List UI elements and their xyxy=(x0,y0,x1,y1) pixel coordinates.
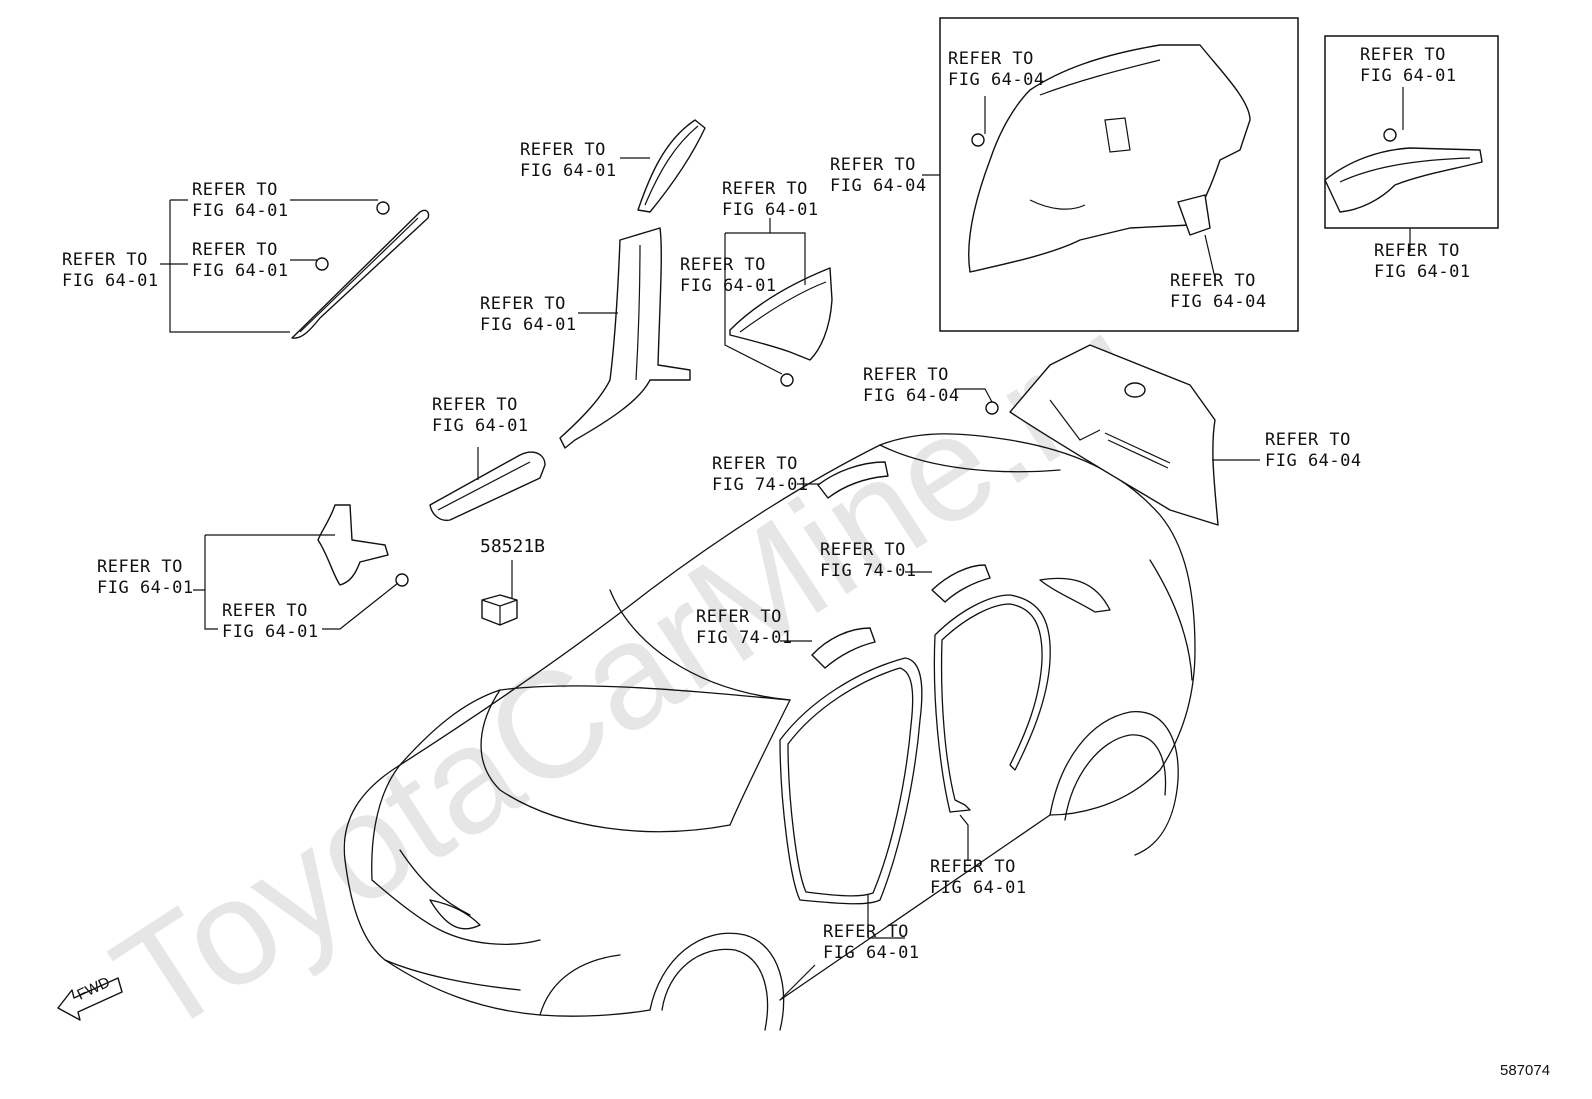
label-rear-door-weatherstrip-line1: REFER TO xyxy=(930,857,1016,877)
label-quarter-trim-box-line1: REFER TO xyxy=(830,155,916,175)
label-back-trim-line1: REFER TO xyxy=(1265,430,1351,450)
vehicle-outline xyxy=(343,433,1196,1031)
quarter-trim-cover[interactable] xyxy=(1177,194,1211,236)
c-pillar-upper-trim[interactable] xyxy=(637,119,706,213)
cowl-side-trim[interactable] xyxy=(317,504,409,587)
clip-icon xyxy=(1383,128,1397,142)
label-a-pillar-clip-1-line1: REFER TO xyxy=(192,180,278,200)
clip-icon xyxy=(315,257,329,271)
label-scuff-plate-rear-group-line2: FIG 64-01 xyxy=(722,200,819,220)
label-package-tray-line1: REFER TO xyxy=(1374,241,1460,261)
label-back-trim-line2: FIG 64-04 xyxy=(1265,451,1362,471)
label-back-trim-clip-line1: REFER TO xyxy=(863,365,949,385)
clip-icon xyxy=(985,401,999,415)
label-quarter-trim-clip-line2: FIG 64-04 xyxy=(948,70,1045,90)
label-front-door-weatherstrip-line2: FIG 64-01 xyxy=(823,943,920,963)
clip-icon xyxy=(971,133,985,147)
label-cowl-side-clip-line2: FIG 64-01 xyxy=(222,622,319,642)
back-door-trim[interactable] xyxy=(985,344,1219,526)
rear-door-weatherstrip[interactable] xyxy=(933,594,1051,813)
label-b-pillar-line2: FIG 64-01 xyxy=(480,315,577,335)
label-assist-grip-mid-line1: REFER TO xyxy=(820,540,906,560)
label-rear-door-weatherstrip-line2: FIG 64-01 xyxy=(930,878,1027,898)
label-quarter-trim-box-line2: FIG 64-04 xyxy=(830,176,927,196)
label-scuff-plate-rear-clip-line2: FIG 64-01 xyxy=(680,276,777,296)
label-scuff-plate-rear-group-line1: REFER TO xyxy=(722,179,808,199)
label-scuff-plate-rear-clip-line1: REFER TO xyxy=(680,255,766,275)
label-package-tray-line2: FIG 64-01 xyxy=(1374,262,1471,282)
a-pillar-trim[interactable] xyxy=(291,201,430,339)
label-quarter-trim-cover-line1: REFER TO xyxy=(1170,271,1256,291)
label-cowl-side-clip-line1: REFER TO xyxy=(222,601,308,621)
label-cowl-side-group-line1: REFER TO xyxy=(97,557,183,577)
figure-code: 587074 xyxy=(1500,1062,1550,1079)
label-scuff-plate-front-line2: FIG 64-01 xyxy=(432,416,529,436)
assist-grip-mid[interactable] xyxy=(931,564,991,603)
quarter-trim-panel[interactable] xyxy=(968,44,1251,273)
label-back-trim-clip-line2: FIG 64-04 xyxy=(863,386,960,406)
part-58521b[interactable] xyxy=(481,594,518,626)
label-a-pillar-clip-2-line1: REFER TO xyxy=(192,240,278,260)
label-scuff-plate-front-line1: REFER TO xyxy=(432,395,518,415)
fwd-arrow-icon: FWD xyxy=(57,974,123,1021)
label-quarter-trim-cover-line2: FIG 64-04 xyxy=(1170,292,1267,312)
label-assist-grip-mid-line2: FIG 74-01 xyxy=(820,561,917,581)
package-tray-trim[interactable] xyxy=(1324,128,1483,213)
part-number-label: 58521B xyxy=(480,536,545,557)
label-assist-grip-rear-line2: FIG 74-01 xyxy=(712,475,809,495)
front-scuff-plate[interactable] xyxy=(429,451,546,522)
assist-grip-front[interactable] xyxy=(811,627,876,669)
package-tray-box xyxy=(1324,35,1499,229)
label-c-pillar-upper-line1: REFER TO xyxy=(520,140,606,160)
label-quarter-trim-clip-line1: REFER TO xyxy=(948,49,1034,69)
rear-scuff-plate[interactable] xyxy=(729,267,833,387)
label-a-pillar-group-line2: FIG 64-01 xyxy=(62,271,159,291)
clip-icon xyxy=(780,373,794,387)
label-package-tray-clip-line2: FIG 64-01 xyxy=(1360,66,1457,86)
callout-labels: REFER TO FIG 64-01 REFER TO FIG 64-01 RE… xyxy=(62,45,1471,963)
label-front-door-weatherstrip-line1: REFER TO xyxy=(823,922,909,942)
label-a-pillar-group-line1: REFER TO xyxy=(62,250,148,270)
label-a-pillar-clip-2-line2: FIG 64-01 xyxy=(192,261,289,281)
leader-lines xyxy=(160,87,1411,1001)
b-pillar-trim[interactable] xyxy=(559,227,691,449)
assist-grip-rear[interactable] xyxy=(817,461,889,499)
label-assist-grip-rear-line1: REFER TO xyxy=(712,454,798,474)
clip-icon xyxy=(376,201,390,215)
label-c-pillar-upper-line2: FIG 64-01 xyxy=(520,161,617,181)
label-package-tray-clip-line1: REFER TO xyxy=(1360,45,1446,65)
label-cowl-side-group-line2: FIG 64-01 xyxy=(97,578,194,598)
clip-icon xyxy=(395,573,409,587)
label-assist-grip-front-line1: REFER TO xyxy=(696,607,782,627)
label-assist-grip-front-line2: FIG 74-01 xyxy=(696,628,793,648)
label-a-pillar-clip-1-line2: FIG 64-01 xyxy=(192,201,289,221)
front-door-weatherstrip[interactable] xyxy=(779,657,923,905)
label-b-pillar-line1: REFER TO xyxy=(480,294,566,314)
